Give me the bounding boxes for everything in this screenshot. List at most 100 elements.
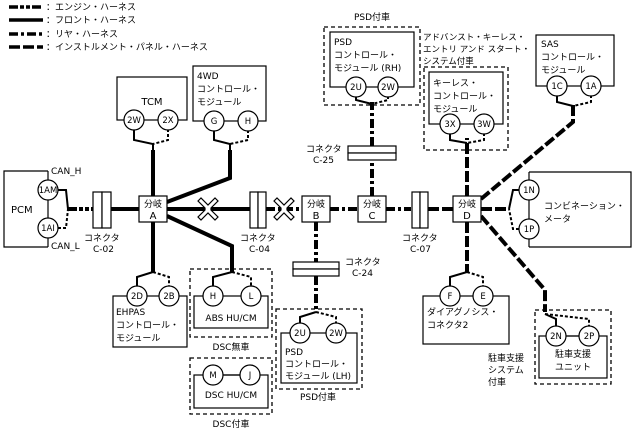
module-dsc: DSC HU/CM DSC付車 M J: [189, 357, 273, 430]
psd-rh-pin-2u-label: 2U: [350, 83, 362, 93]
tcm-pin-2w: [123, 109, 145, 131]
psd-rh-group-label: PSD付車: [354, 11, 390, 23]
pcm-pin-1ai: [37, 217, 59, 239]
psd-lh-pin-2w: [325, 322, 347, 344]
dsc-group-label: DSC付車: [213, 418, 250, 430]
connector-c24-label: コネクタ: [345, 257, 381, 268]
combimeter-pin-1n-label: 1N: [523, 186, 535, 196]
sas-line-3: モジュール: [541, 66, 585, 76]
module-4wd: 4WD コントロール・ モジュール G H: [192, 65, 267, 150]
splice-d: 分岐 D: [452, 195, 482, 223]
legend-instrument-label: ：インストルメント・パネル・ハーネス: [46, 42, 208, 53]
splice-b: 分岐 B: [301, 195, 331, 223]
legend-rear-label: ：リヤ・ハーネス: [46, 29, 118, 40]
dlc-pin-e: [472, 285, 494, 307]
connector-c07: コネクタ C-07: [402, 191, 438, 255]
parking-pin-2p-label: 2P: [584, 332, 595, 342]
combimeter-line-1: コンビネーション・: [544, 201, 625, 212]
parking-line-2: ユニット: [555, 363, 591, 373]
splice-a: 分岐 A: [138, 195, 168, 223]
keyless-group-line-2: エントリ アンド スタート・: [423, 45, 530, 55]
instrument-harness-d-sas: [479, 104, 575, 201]
dlc-line-2: コネクタ2: [427, 320, 468, 331]
splice-b-letter: B: [313, 211, 320, 222]
awd-line-1: 4WD: [197, 72, 219, 82]
module-diagnostic-connector: ダイアグノシス・ コネクタ2 F E: [422, 271, 510, 345]
keyless-pin-3w-label: 3W: [477, 120, 491, 130]
psd-rh-line-2: コントロール・: [334, 51, 397, 61]
pcm-pin-1ai-label: 1AI: [41, 224, 55, 234]
psd-rh-pin-2u: [345, 76, 367, 98]
parking-pin-2n-label: 2N: [550, 332, 562, 342]
psd-lh-pin-2u: [289, 322, 311, 344]
module-combination-meter: コンビネーション・ メータ 1N 1P: [508, 171, 632, 248]
keyless-line-3: モジュール: [433, 105, 477, 115]
connector-c24: コネクタ C-24: [292, 257, 381, 279]
tcm-name: TCM: [140, 97, 162, 108]
keyless-line-1: キーレス・: [433, 79, 478, 89]
tcm-pin-2x-label: 2X: [162, 116, 173, 126]
parking-pin-2p: [578, 325, 600, 347]
parking-group-line-3: 付車: [488, 376, 506, 388]
dlc-pin-f-label: F: [448, 292, 453, 302]
dsc-pin-j-label: J: [248, 371, 252, 381]
abs-name: ABS HU/CM: [205, 314, 256, 324]
splice-c-label: 分岐: [363, 198, 381, 210]
ehpas-pin-2d: [126, 285, 148, 307]
legend-front-label: ：フロント・ハーネス: [46, 15, 136, 26]
combimeter-pin-1n: [518, 179, 540, 201]
keyless-line-2: コントロール・: [433, 92, 496, 102]
pcm-name: PCM: [11, 205, 33, 216]
connector-c25-label: コネクタ: [306, 144, 342, 155]
sas-line-1: SAS: [541, 40, 559, 50]
ehpas-pin-2d-label: 2D: [131, 292, 143, 302]
awd-pin-h-label: H: [245, 117, 251, 127]
connector-c07-label: コネクタ: [402, 233, 438, 244]
front-harness-a-4wd: [166, 150, 232, 204]
abs-pin-l-label: L: [249, 292, 254, 302]
psd-rh-line-1: PSD: [334, 38, 352, 48]
dlc-pin-f: [439, 285, 461, 307]
ehpas-line-1: EHPAS: [116, 308, 145, 318]
sas-pin-1c-label: 1C: [551, 82, 562, 92]
connector-c02: コネクタ C-02: [84, 191, 120, 255]
dlc-pin-e-label: E: [480, 292, 485, 302]
tcm-pin-2w-label: 2W: [127, 116, 141, 126]
sas-pin-1a: [580, 75, 602, 97]
psd-lh-line-3: モジュール (LH): [285, 372, 351, 382]
sas-pin-1c: [546, 75, 568, 97]
connector-c02-label: コネクタ: [84, 233, 120, 244]
connector-c25: コネクタ C-25: [306, 144, 397, 166]
psd-lh-group-label: PSD付車: [300, 391, 336, 403]
pcm-can-h-label: CAN_H: [51, 167, 81, 177]
instrument-harness-d-parking: [479, 214, 547, 312]
dlc-line-1: ダイアグノシス・: [427, 306, 498, 318]
parking-group-line-1: 駐車支援: [488, 352, 524, 364]
ehpas-line-3: モジュール: [116, 334, 160, 344]
abs-pin-h-label: H: [210, 292, 216, 302]
connector-c25-code: C-25: [313, 156, 334, 166]
dsc-pin-j: [239, 364, 261, 386]
pcm-pin-1am: [37, 179, 59, 201]
sas-line-2: コントロール・: [541, 53, 604, 63]
combimeter-line-2: メータ: [544, 214, 571, 225]
module-ehpas: EHPAS コントロール・ モジュール 2D 2B: [112, 271, 188, 348]
combimeter-pin-1p-label: 1P: [524, 225, 535, 235]
cut-mark-1: [197, 197, 219, 221]
awd-pin-h: [237, 110, 259, 132]
module-tcm: TCM 2W 2X: [116, 76, 188, 150]
abs-group-label: DSC無車: [213, 341, 250, 353]
connector-c04-label: コネクタ: [240, 233, 276, 244]
psd-lh-pin-2w-label: 2W: [329, 329, 343, 339]
keyless-pin-3x-label: 3X: [444, 120, 455, 130]
connector-c07-code: C-07: [410, 245, 431, 255]
connector-c04-code: C-04: [249, 245, 270, 255]
keyless-group-line-3: システム付車: [423, 56, 474, 67]
abs-pin-l: [240, 285, 262, 307]
front-harness-a-abs: [166, 214, 234, 272]
psd-lh-pin-2u-label: 2U: [294, 329, 306, 339]
parking-line-1: 駐車支援: [555, 348, 591, 360]
connector-c02-code: C-02: [93, 245, 114, 255]
keyless-pin-3x: [439, 113, 461, 135]
